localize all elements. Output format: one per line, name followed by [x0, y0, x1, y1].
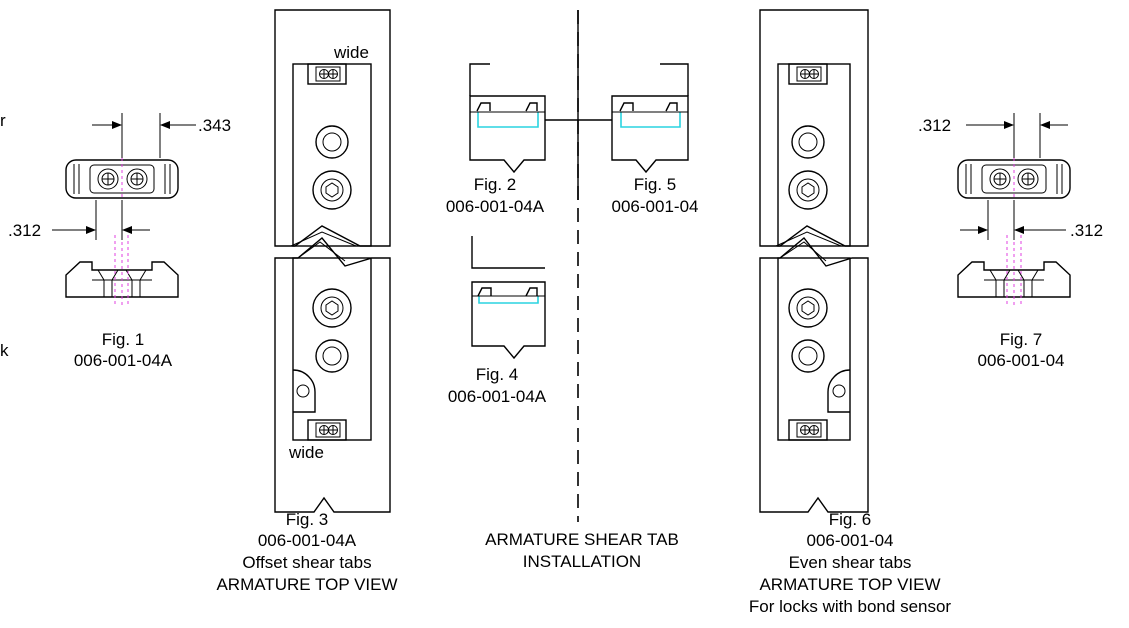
fig7-dimension-bottom: .312	[960, 200, 1103, 240]
fig4-tab-installation	[471, 236, 546, 360]
fig7-dim-top-label: .312	[918, 116, 951, 135]
fig6-description: Even shear tabs	[789, 553, 912, 572]
fig7-part-number: 006-001-04	[978, 351, 1065, 370]
fig5-tab-installation	[611, 63, 689, 174]
fig1-dimension-312: .312	[8, 200, 150, 240]
fig3-view-title: ARMATURE TOP VIEW	[216, 575, 397, 594]
fig6-caption: Fig. 6	[829, 510, 872, 529]
fig1-part-number: 006-001-04A	[74, 351, 173, 370]
left-edge-fragment-k: k	[0, 341, 9, 360]
fig5-caption: Fig. 5	[634, 175, 677, 194]
fig4-caption: Fig. 4	[476, 365, 519, 384]
installation-title-line2: INSTALLATION	[523, 552, 641, 571]
fig3-armature-top-view	[274, 9, 391, 513]
fig7-dimension-top: .312	[918, 113, 1068, 158]
fig3-label-wide-bottom: wide	[288, 443, 324, 462]
fig7-dim-bottom-label: .312	[1070, 221, 1103, 240]
fig7-caption: Fig. 7	[1000, 330, 1043, 349]
fig1-dim-top-label: .343	[198, 116, 231, 135]
fig6-note: For locks with bond sensor	[749, 597, 952, 616]
fig2-part-number: 006-001-04A	[446, 197, 545, 216]
fig4-part-number: 006-001-04A	[448, 387, 547, 406]
left-edge-fragment-r: r	[0, 111, 6, 130]
fig7-shear-tab-side	[957, 261, 1071, 298]
fig3-part-number: 006-001-04A	[258, 531, 357, 550]
fig6-view-title: ARMATURE TOP VIEW	[759, 575, 940, 594]
fig6-armature-top-view	[759, 9, 869, 513]
fig1-dim-bottom-label: .312	[8, 221, 41, 240]
fig3-label-wide-top: wide	[333, 43, 369, 62]
installation-title-line1: ARMATURE SHEAR TAB	[485, 530, 679, 549]
fig2-caption: Fig. 2	[474, 175, 517, 194]
fig1-dimension-343: .343	[92, 113, 231, 158]
fig3-caption: Fig. 3	[286, 510, 329, 529]
fig1-caption: Fig. 1	[102, 330, 145, 349]
fig2-tab-installation	[469, 63, 546, 174]
fig6-part-number: 006-001-04	[807, 531, 894, 550]
fig5-part-number: 006-001-04	[612, 197, 699, 216]
fig3-description: Offset shear tabs	[242, 553, 371, 572]
